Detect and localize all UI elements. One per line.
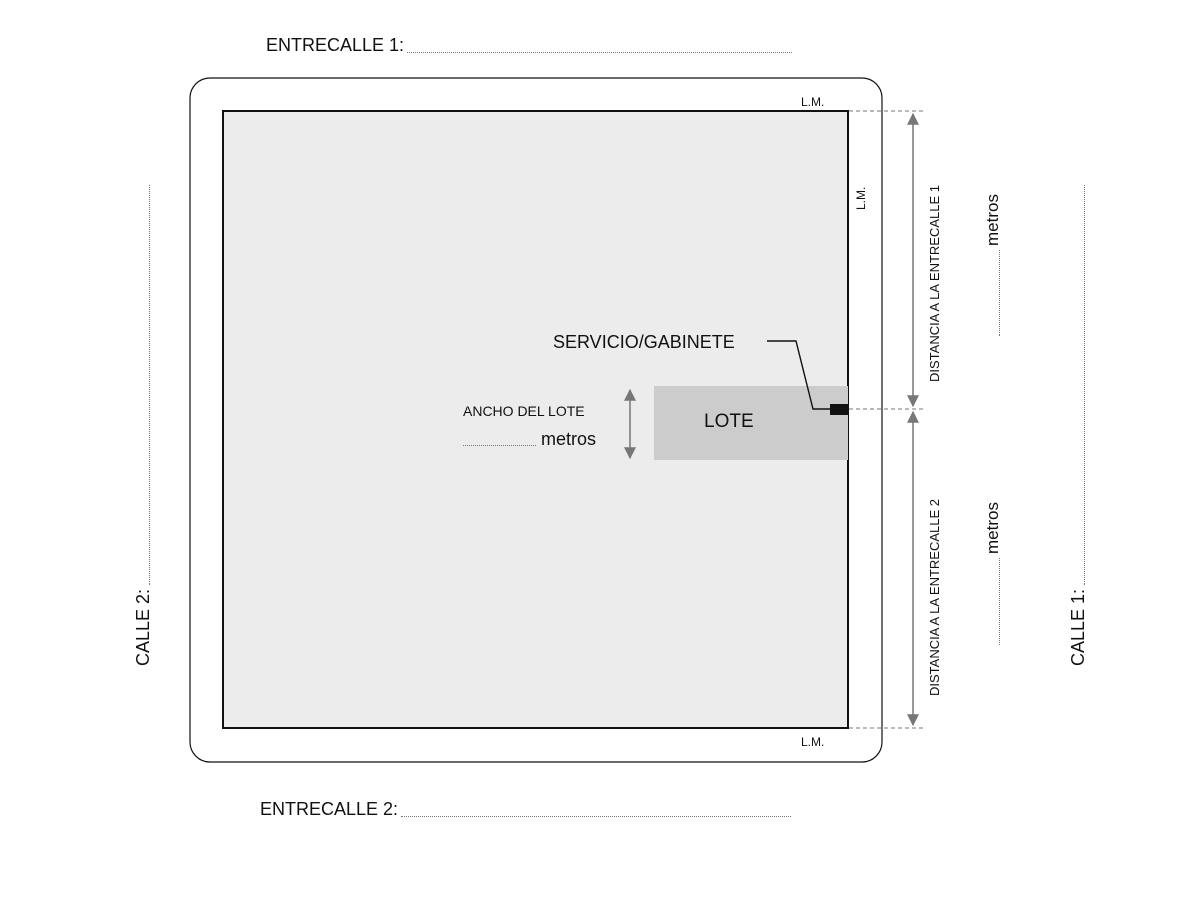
entrecalle-2-blank[interactable] (401, 815, 792, 817)
calle-2-blank[interactable] (148, 184, 150, 585)
lm-right-label: L.M. (854, 186, 868, 210)
ancho-lote-blank[interactable] (463, 444, 536, 446)
entrecalle-1-blank[interactable] (407, 51, 793, 53)
lote-label: LOTE (704, 411, 754, 432)
ancho-lote-label: ANCHO DEL LOTE (463, 403, 585, 419)
dist-entrecalle-1-field[interactable]: metros (983, 194, 1003, 336)
entrecalle-2-field[interactable]: ENTRECALLE 2: (260, 799, 792, 820)
dist-entrecalle-1-label: DISTANCIA A LA ENTRECALLE 1 (927, 184, 942, 382)
dist-entrecalle-2-blank[interactable] (998, 558, 1000, 645)
dist-entrecalle-1-unit: metros (983, 194, 1002, 246)
lote-area (654, 386, 848, 460)
entrecalle-1-label: ENTRECALLE 1: (266, 35, 405, 55)
ancho-lote-unit: metros (541, 429, 597, 449)
dist-entrecalle-2-unit: metros (983, 502, 1002, 554)
dist-entrecalle-1-blank[interactable] (998, 250, 1000, 336)
lm-top-label: L.M. (801, 95, 825, 109)
calle-2-label: CALLE 2: (133, 588, 153, 666)
calle-1-label: CALLE 1: (1068, 588, 1088, 666)
calle-2-field[interactable]: CALLE 2: (133, 184, 154, 666)
calle-1-field[interactable]: CALLE 1: (1068, 184, 1089, 666)
servicio-marker (830, 404, 848, 415)
servicio-leader-line (767, 340, 830, 410)
entrecalle-1-field[interactable]: ENTRECALLE 1: (266, 35, 793, 56)
entrecalle-2-label: ENTRECALLE 2: (260, 799, 399, 819)
ancho-lote-field[interactable]: metros (463, 429, 596, 450)
servicio-label: SERVICIO/GABINETE (553, 332, 735, 352)
lm-bottom-label: L.M. (801, 735, 825, 749)
dist-entrecalle-2-label: DISTANCIA A LA ENTRECALLE 2 (927, 498, 942, 696)
dist-entrecalle-2-field[interactable]: metros (983, 502, 1003, 645)
calle-1-blank[interactable] (1083, 184, 1085, 585)
